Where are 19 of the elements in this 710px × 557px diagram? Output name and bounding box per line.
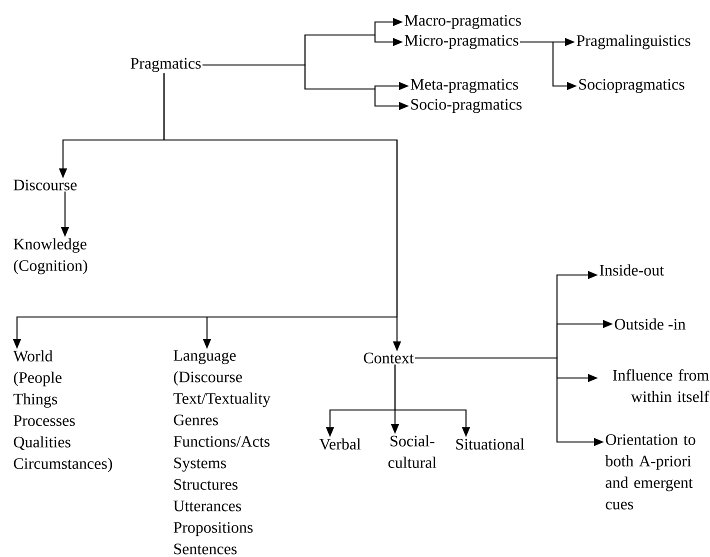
concept-label: Context — [364, 352, 414, 364]
concept-label: Meta-pragmatics — [410, 78, 518, 94]
concept-label: Situational — [456, 438, 524, 450]
concept-label: Socio-pragmatics — [411, 98, 522, 114]
concept-label: Discourse — [14, 180, 77, 190]
concept-label: Social-cultural — [388, 435, 436, 468]
concept-label: Orientation to both A-priori and emergent cues — [605, 434, 696, 510]
concept-label: Macro-pragmatics — [404, 14, 521, 30]
concept-label: Pragmatics — [130, 58, 201, 72]
concept-label: Pragmalinguistics — [576, 34, 690, 50]
concept-label: Micro-pragmatics — [404, 34, 518, 50]
concept-label: Language (Discourse Text/Textuality Genres Functions/Acts Systems Structures Utterances Propositions Sentences — [174, 350, 270, 554]
concept-label: Outside -in — [614, 318, 686, 330]
concept-label: Influence from within itself — [612, 369, 710, 402]
concept-label: Verbal — [319, 438, 361, 450]
concept-label: Sociopragmatics — [579, 78, 684, 94]
concept-label: World (People Things Processes Qualities Circumstances) — [13, 350, 112, 472]
concept-label: Inside-out — [600, 264, 664, 276]
concept-label: Knowledge (Cognition) — [14, 238, 88, 274]
